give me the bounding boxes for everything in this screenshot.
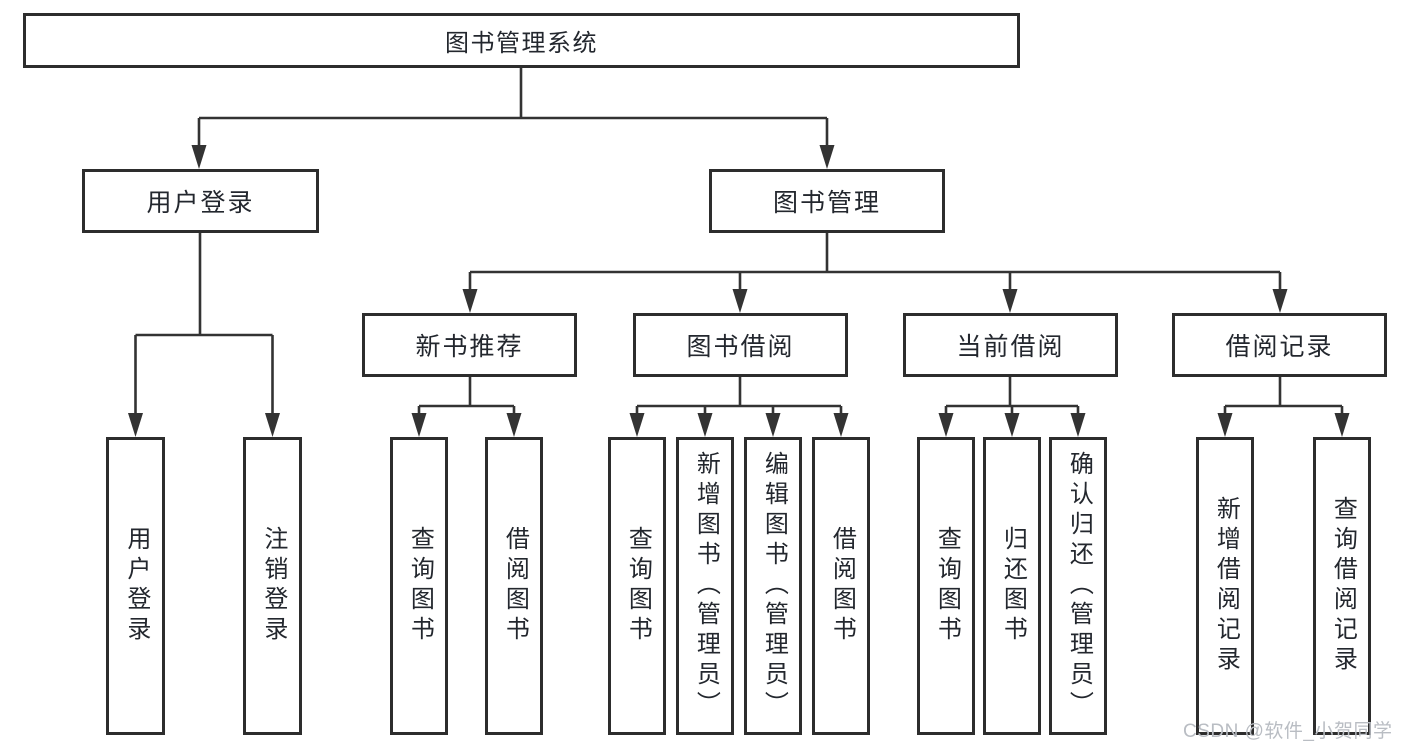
node-label: 图书管理系统 xyxy=(445,30,598,57)
node-user-login: 用户登录 xyxy=(82,169,319,233)
node-label: 图书借阅 xyxy=(686,333,795,361)
node-leaf-add-borrow-record: 新增借阅记录 xyxy=(1196,437,1254,735)
node-leaf-return-book: 归还图书 xyxy=(983,437,1041,735)
node-library-system: 图书管理系统 xyxy=(23,13,1020,68)
node-label: 图书管理 xyxy=(772,189,881,217)
node-leaf-edit-book-admin: 编辑图书（管理员） xyxy=(744,437,802,735)
node-label: 查询图书 xyxy=(406,526,434,646)
node-leaf-logout: 注销登录 xyxy=(243,437,302,735)
watermark: CSDN @软件_小贺同学 xyxy=(1183,721,1393,742)
node-leaf-query-books-1: 查询图书 xyxy=(390,437,448,735)
node-label: 用户登录 xyxy=(122,526,150,646)
node-label: 借阅记录 xyxy=(1225,333,1334,361)
node-leaf-add-book-admin: 新增图书（管理员） xyxy=(676,437,734,735)
node-book-borrow: 图书借阅 xyxy=(633,313,848,377)
node-label: 归还图书 xyxy=(999,526,1027,646)
node-label: 用户登录 xyxy=(146,189,255,217)
node-label: 新增借阅记录 xyxy=(1212,496,1240,676)
node-book-management: 图书管理 xyxy=(709,169,945,233)
node-current-borrow: 当前借阅 xyxy=(903,313,1118,377)
node-label: 查询借阅记录 xyxy=(1329,496,1357,676)
node-label: 查询图书 xyxy=(933,526,961,646)
node-leaf-query-books-2: 查询图书 xyxy=(608,437,666,735)
node-label: 确认归还（管理员） xyxy=(1065,451,1093,721)
node-leaf-confirm-return-admin: 确认归还（管理员） xyxy=(1049,437,1107,735)
node-leaf-borrow-books-1: 借阅图书 xyxy=(485,437,543,735)
node-leaf-query-borrow-record: 查询借阅记录 xyxy=(1313,437,1371,735)
node-leaf-query-books-3: 查询图书 xyxy=(917,437,975,735)
node-new-book-recommend: 新书推荐 xyxy=(362,313,577,377)
node-leaf-user-login: 用户登录 xyxy=(106,437,165,735)
node-label: 借阅图书 xyxy=(501,526,529,646)
node-label: 借阅图书 xyxy=(828,526,856,646)
node-label: 新书推荐 xyxy=(415,333,524,361)
node-label: 查询图书 xyxy=(624,526,652,646)
node-borrow-records: 借阅记录 xyxy=(1172,313,1387,377)
node-label: 注销登录 xyxy=(259,526,287,646)
node-label: 编辑图书（管理员） xyxy=(760,451,788,721)
node-label: 新增图书（管理员） xyxy=(692,451,720,721)
node-label: 当前借阅 xyxy=(956,333,1065,361)
node-leaf-borrow-books-2: 借阅图书 xyxy=(812,437,870,735)
